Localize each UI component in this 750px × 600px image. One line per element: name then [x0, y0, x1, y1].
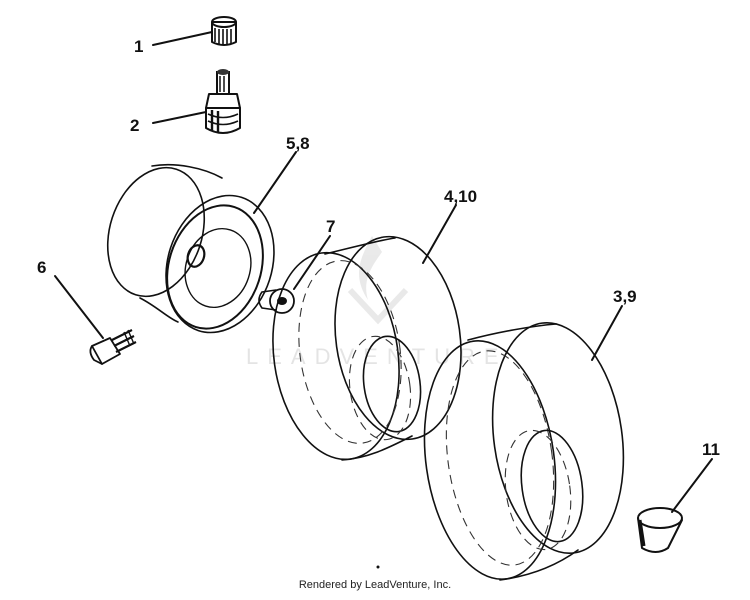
- callout-1[interactable]: 1: [134, 37, 143, 56]
- callout-7[interactable]: 7: [326, 217, 335, 236]
- callout-5-8[interactable]: 5,8: [286, 134, 310, 153]
- part-grease-fitting[interactable]: [89, 329, 137, 365]
- stray-dot: [376, 565, 380, 569]
- watermark-text: LEADVENTURE: [246, 344, 508, 369]
- leader-lines: [54, 31, 713, 513]
- part-tire-front[interactable]: [260, 228, 473, 467]
- leader-line-2: [152, 111, 207, 124]
- footer-credit: Rendered by LeadVenture, Inc.: [298, 579, 452, 591]
- leader-line-11: [671, 458, 713, 513]
- leader-line-1: [152, 31, 213, 46]
- part-hub-cap[interactable]: [637, 507, 683, 553]
- callout-4-10[interactable]: 4,10: [444, 187, 477, 206]
- leader-line-5-8: [253, 151, 297, 214]
- watermark-flame-icon: [359, 236, 382, 300]
- watermark-chevron-icon: [347, 287, 409, 325]
- leader-line-3-9: [591, 305, 623, 361]
- callout-labels: 1 2 5,8 6 7 4,10 3,9 11: [37, 37, 720, 459]
- callout-6[interactable]: 6: [37, 258, 46, 277]
- leader-line-4-10: [422, 204, 457, 264]
- part-tire-rear[interactable]: [410, 314, 638, 588]
- callout-2[interactable]: 2: [130, 116, 139, 135]
- part-valve-cap[interactable]: [211, 16, 237, 46]
- callout-3-9[interactable]: 3,9: [613, 287, 637, 306]
- part-valve-stem[interactable]: [205, 69, 241, 134]
- leader-line-7: [293, 235, 331, 290]
- callout-11[interactable]: 11: [702, 440, 720, 459]
- part-wheel-rim[interactable]: [92, 155, 291, 347]
- leader-line-6: [54, 275, 104, 339]
